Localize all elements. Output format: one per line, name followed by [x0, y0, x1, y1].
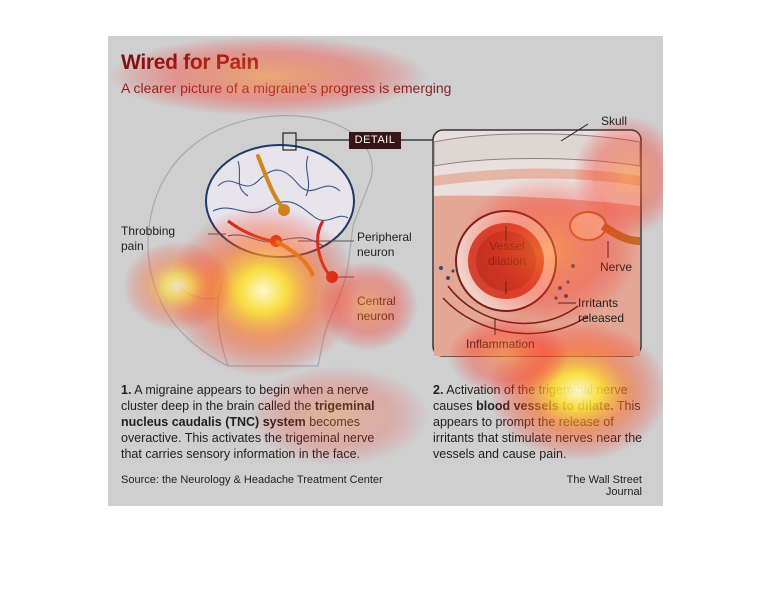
- infographic-card: Wired for Pain A clearer picture of a mi…: [108, 36, 663, 506]
- detail-badge: DETAIL: [349, 132, 401, 149]
- label-inflammation: Inflammation: [466, 337, 535, 351]
- label-peripheral-neuron: Peripheral neuron: [357, 230, 412, 259]
- step-2-number: 2.: [433, 383, 444, 397]
- label-irritants-released: Irritants released: [578, 296, 625, 325]
- label-skull: Skull: [601, 114, 628, 128]
- step-1-number: 1.: [121, 383, 132, 397]
- step-2-description: 2. Activation of the trigeminal nerve ca…: [433, 382, 643, 462]
- source-note: Source: the Neurology & Headache Treatme…: [121, 474, 383, 486]
- label-vessel-dilation: Vessel dilation: [487, 239, 527, 268]
- publisher-credit: The Wall Street Journal: [566, 474, 642, 498]
- label-nerve: Nerve: [600, 260, 633, 274]
- label-central-neuron: Central neuron: [357, 294, 396, 323]
- step-1-description: 1. A migraine appears to begin when a ne…: [121, 382, 381, 462]
- detail-connector: [282, 132, 433, 151]
- step-2-bold: blood vessels to dilate.: [476, 399, 614, 413]
- infographic-title: Wired for Pain: [121, 51, 259, 74]
- infographic-subtitle: A clearer picture of a migraine’s progre…: [121, 80, 452, 96]
- label-throbbing-pain: Throbbing pain: [121, 224, 176, 253]
